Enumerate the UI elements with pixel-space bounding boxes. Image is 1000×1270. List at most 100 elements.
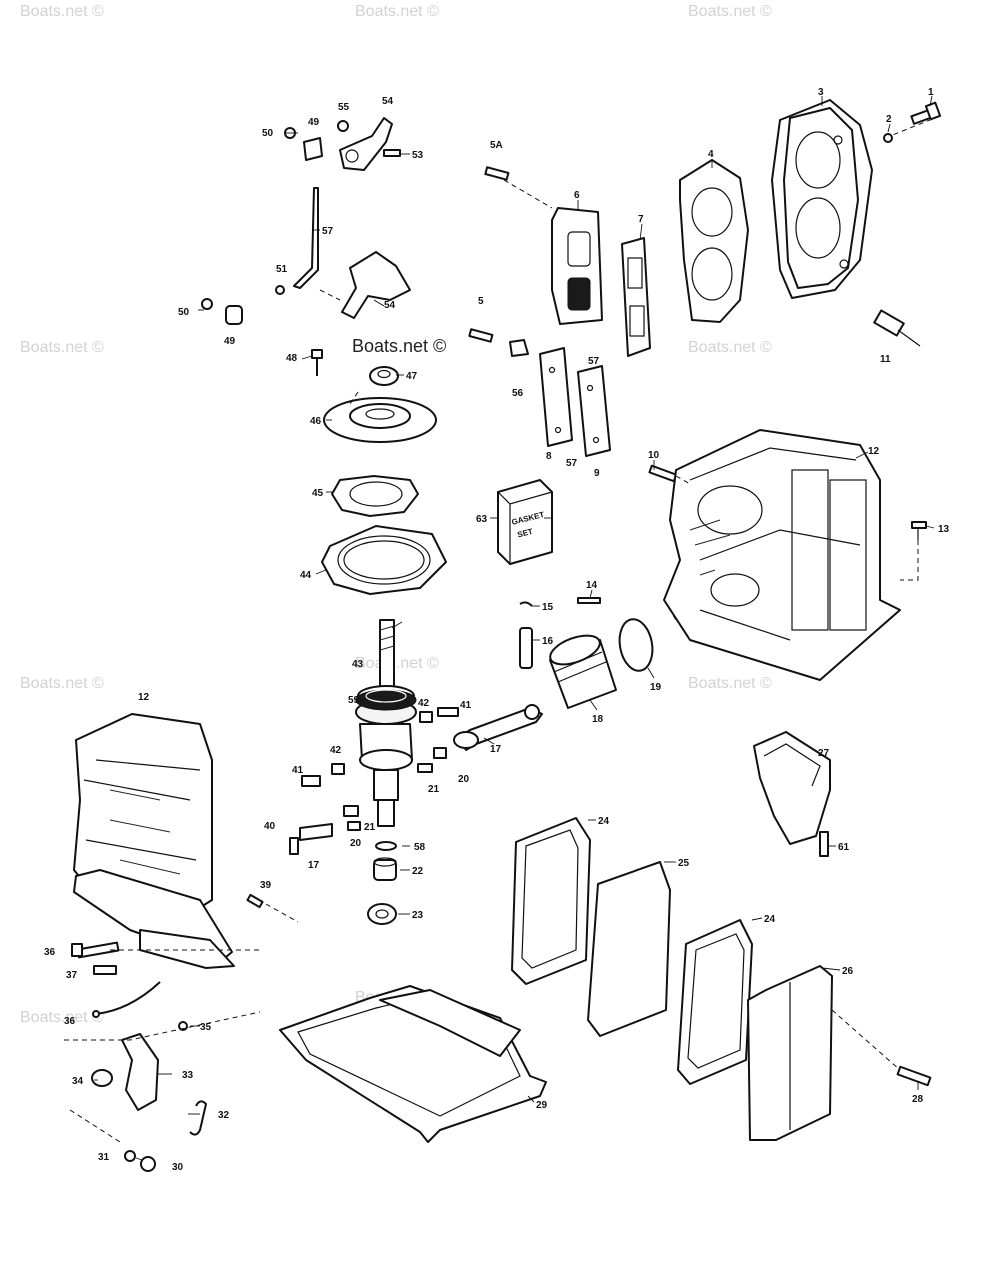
- callout-58: 58: [414, 842, 426, 853]
- part-28-screw: [896, 1065, 932, 1087]
- callout-3: 3: [818, 87, 824, 98]
- part-13-screw: [911, 521, 927, 540]
- callout-32: 32: [218, 1110, 230, 1121]
- callout-11: 11: [880, 354, 891, 365]
- part-12-crankcase-half: [73, 713, 235, 969]
- part-50-nut: [201, 298, 213, 310]
- part-8-reed-block: [539, 347, 573, 447]
- callout-15: 15: [542, 602, 554, 613]
- part-51-clip: [275, 285, 285, 295]
- part-31-washer: [124, 1150, 136, 1162]
- leader-lines: [94, 95, 935, 1161]
- callout-8: 8: [546, 451, 552, 462]
- callout-16: 16: [542, 636, 554, 647]
- part-53-screw: [383, 149, 401, 157]
- part-42-bearing-half: [331, 763, 345, 775]
- callout-49: 49: [308, 117, 320, 128]
- callout-57: 57: [566, 458, 578, 469]
- part-41-bearing-half: [301, 775, 321, 787]
- callout-63: 63: [476, 514, 488, 525]
- callout-45: 45: [312, 488, 324, 499]
- callout-26: 26: [842, 966, 854, 977]
- callout-36: 36: [64, 1016, 76, 1027]
- part-20-bearing-half: [433, 747, 447, 759]
- part-46-bearing-housing: [323, 397, 437, 443]
- callout-42: 42: [418, 698, 430, 709]
- part-54-cam-lever: [339, 117, 393, 171]
- part-10-screw: [648, 464, 678, 483]
- part-24-gasket: [511, 817, 591, 985]
- watermark: Boats.net ©: [688, 675, 772, 692]
- part-9-reed-block: [577, 365, 611, 457]
- part-21-bearing-half: [417, 763, 433, 773]
- part-33-bracket: [121, 1033, 159, 1111]
- callout-23: 23: [412, 910, 424, 921]
- callout-20: 20: [350, 838, 362, 849]
- part-29-base-plate: [279, 985, 547, 1143]
- callout-41: 41: [292, 765, 304, 776]
- callout-50: 50: [262, 128, 274, 139]
- callout-12: 12: [138, 692, 150, 703]
- watermark: Boats.net ©: [20, 339, 104, 356]
- callout-42: 42: [330, 745, 342, 756]
- callout-6: 6: [574, 190, 580, 201]
- callout-49: 49: [224, 336, 236, 347]
- callout-21: 21: [428, 784, 440, 795]
- part-36-bolt: [71, 941, 120, 959]
- callout-21: 21: [364, 822, 376, 833]
- part-22-bearing: [373, 857, 397, 881]
- part-5a-screw: [484, 166, 510, 181]
- callout-57: 57: [588, 356, 600, 367]
- part-3-cylinder-head: [771, 99, 873, 299]
- callout-5a: 5A: [490, 140, 503, 151]
- callout-25: 25: [678, 858, 690, 869]
- callout-55: 55: [338, 102, 350, 113]
- part-34-bushing: [91, 1069, 113, 1087]
- callout-57: 57: [322, 226, 334, 237]
- callout-35: 35: [200, 1022, 212, 1033]
- watermark: Boats.net ©: [20, 1009, 104, 1026]
- part-1-bolt: [910, 101, 942, 125]
- callout-54: 54: [384, 300, 396, 311]
- part-25-cover-plate: [587, 861, 671, 1037]
- part-30-nut: [140, 1156, 156, 1172]
- watermark: Boats.net ©: [20, 3, 104, 20]
- callout-10: 10: [648, 450, 660, 461]
- callout-17: 17: [308, 860, 320, 871]
- assembly-lines: [64, 115, 941, 1143]
- part-47-bearing: [369, 366, 399, 386]
- watermark: Boats.net ©: [355, 3, 439, 20]
- callout-56: 56: [512, 388, 524, 399]
- callout-12: 12: [868, 446, 880, 457]
- callout-5: 5: [478, 296, 484, 307]
- part-55-nut: [337, 120, 349, 132]
- part-61-screw: [819, 831, 829, 857]
- callout-24: 24: [764, 914, 776, 925]
- part-5-screw: [468, 328, 494, 343]
- part-35-screw: [178, 1021, 188, 1031]
- callout-13: 13: [938, 524, 950, 535]
- callout-51: 51: [276, 264, 288, 275]
- part-57-link-rod: [293, 187, 319, 289]
- part-36-link: [92, 981, 161, 1018]
- callout-37: 37: [66, 970, 78, 981]
- part-26-cover-plate: [747, 965, 833, 1141]
- callout-31: 31: [98, 1152, 110, 1163]
- callout-53: 53: [412, 150, 424, 161]
- part-44-seal-plate: [321, 525, 447, 595]
- watermark-featured: Boats.net ©: [352, 336, 446, 356]
- part-6-reed-plate: [551, 207, 603, 325]
- part-40-screw: [289, 837, 299, 855]
- part-49-bushing: [303, 137, 323, 161]
- callout-27: 27: [818, 748, 830, 759]
- callout-50: 50: [178, 307, 190, 318]
- callout-22: 22: [412, 866, 424, 877]
- part-17-rod-cap: [299, 823, 333, 841]
- part-24-gasket: [677, 919, 753, 1085]
- callout-54: 54: [382, 96, 394, 107]
- callout-29: 29: [536, 1100, 548, 1111]
- watermark: Boats.net ©: [688, 339, 772, 356]
- part-16-wrist-pin: [519, 627, 533, 669]
- callout-24: 24: [598, 816, 610, 827]
- callout-36: 36: [44, 947, 56, 958]
